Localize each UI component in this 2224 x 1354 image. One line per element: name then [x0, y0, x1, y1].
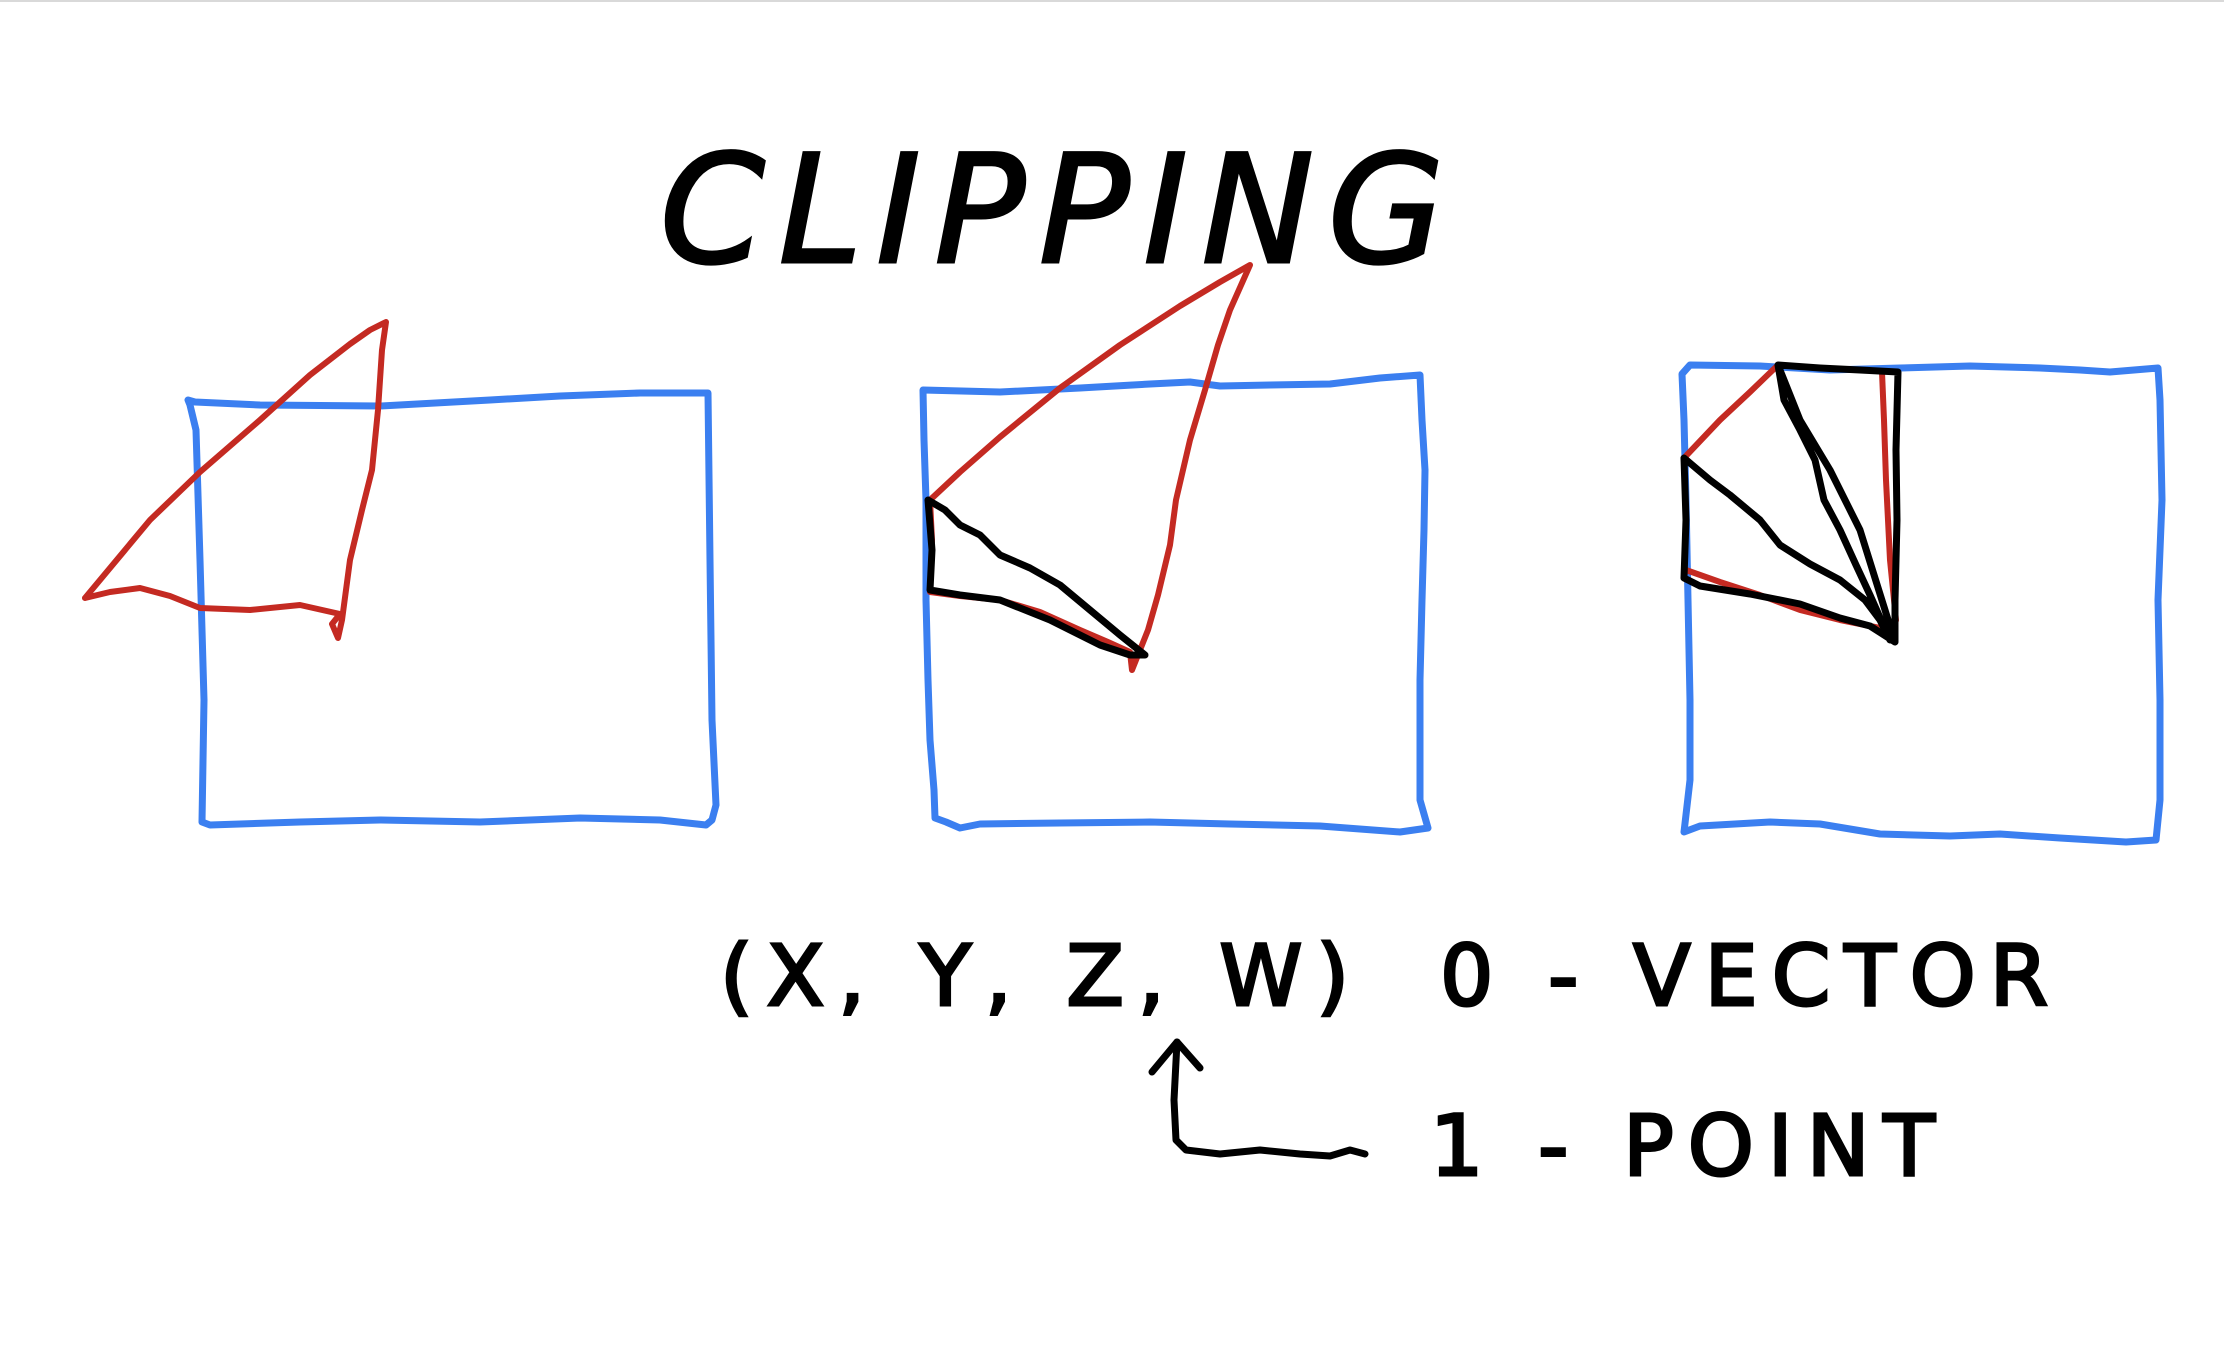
title: CLIPPING — [660, 124, 1458, 298]
w-legend-vector: 0 - VECTOR — [1440, 927, 2062, 1025]
homogeneous-coords: (X, Y, Z, W) — [720, 927, 1363, 1025]
triangle-1 — [82, 319, 389, 641]
panel-3 — [1678, 361, 2166, 846]
viewport-box-3 — [1678, 361, 2166, 846]
top-border — [0, 0, 2224, 2]
w-pointer-arrow — [1148, 1038, 1369, 1160]
viewport-box-2 — [919, 371, 1432, 836]
w-legend-point: 1 - POINT — [1430, 1097, 1949, 1195]
clipped-polygon-2 — [924, 496, 1149, 659]
panel-1 — [82, 319, 720, 829]
viewport-box-1 — [184, 389, 720, 829]
panel-2 — [919, 262, 1432, 836]
clipped-polygon-3 — [1680, 361, 1902, 646]
triangle-2 — [927, 262, 1253, 673]
